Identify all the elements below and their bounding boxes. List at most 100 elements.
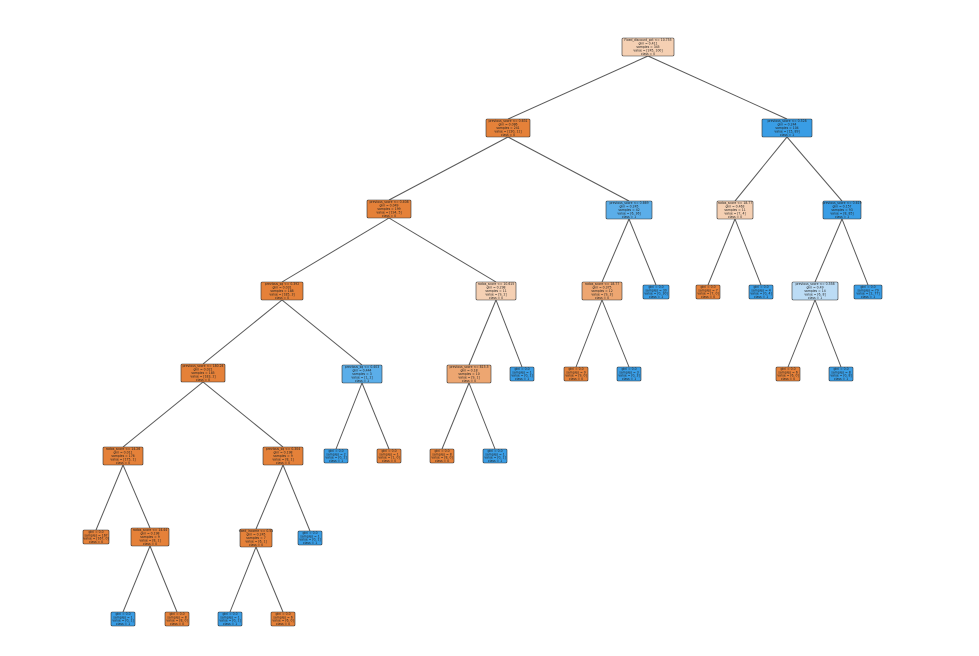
node-text-line: class = 0 (143, 542, 157, 546)
node-text-line: class = 0 (462, 379, 476, 383)
node-text-line: samples = 42 (618, 208, 639, 212)
node-text-line: class = 1 (488, 459, 502, 463)
node-text-line: samples = 11 (485, 289, 506, 293)
node-box (102, 446, 144, 466)
tree-edge (122, 381, 204, 448)
node-text-line: value = [8, 1] (139, 538, 160, 542)
tree-edge (282, 464, 311, 532)
node-text-line: value = [6, 0] (272, 619, 293, 623)
tree-edge (647, 55, 788, 120)
node-text-line: samples = 9 (140, 535, 159, 539)
node-text-line: previous_score <= 815.5 (449, 365, 488, 369)
node-text-line: value = [245, 100] (633, 48, 662, 52)
tree-edge (787, 299, 816, 368)
node-text-line: gini = 0.49 (806, 286, 823, 290)
node-text-line: value = [7, 4] (724, 211, 745, 215)
node-box (761, 118, 813, 138)
node-text-line: rados_score <= 18.77 (718, 201, 753, 205)
node-text-line: gini = 0.031 (272, 286, 291, 290)
tree-edge (734, 136, 788, 202)
node-text-line: gini = 0.411 (638, 42, 657, 46)
tree-edge (335, 382, 363, 450)
node-text-line: value = [230, 11] (494, 129, 521, 133)
node-text-line: value = [0, 1] (299, 538, 320, 542)
node-text-line: gini = 0.0 (275, 612, 290, 616)
node-text-line: samples = 1 (113, 615, 132, 619)
node-text-line: value = [185, 3] (269, 292, 294, 296)
node-text-line: samples = 185 (191, 371, 214, 375)
node-text-line: gini = 0.0 (568, 367, 583, 371)
node-text-line: gini = 0.0 (302, 531, 317, 535)
node-text-line: gini = 0.086 (498, 123, 517, 127)
node-text-line: gini = 0.463 (725, 205, 744, 209)
tree-edge (95, 464, 124, 531)
node-text-line: class = 0 (116, 461, 130, 465)
node-text-line: Fixed_discount_pct <= 10.755 (624, 38, 671, 42)
node-text-line: class = 0 (275, 296, 289, 300)
node-text-line: previous_sq <= 0.392 (265, 282, 299, 286)
node-text-line: samples = 7 (246, 536, 265, 540)
node-text-line: class = 0 (489, 296, 503, 300)
node-text-line: value = [0, 2] (325, 456, 346, 460)
node-text-line: value = [9, 3] (591, 292, 612, 296)
node-text-line: value = [6, 0] (777, 374, 798, 378)
tree-edge (507, 55, 649, 120)
tree-edge (814, 218, 843, 283)
node-box (366, 199, 412, 219)
node-text-line: gini = 0.021 (193, 368, 212, 372)
node-text-line: class = 0 (435, 459, 449, 463)
node-text-line: value = [9, 0] (565, 374, 586, 378)
tree-edges (95, 55, 869, 613)
node-text-line: class = 0 (701, 295, 715, 299)
node-text-line: class = 0 (170, 622, 184, 626)
node-text-line: class = 1 (780, 133, 794, 137)
node-text-line: value = [194, 5] (376, 210, 401, 214)
node-text-line: value = [0, 1] (219, 619, 240, 623)
node-text-line: class = 1 (622, 215, 636, 219)
node-box (853, 284, 883, 300)
node-text-line: samples = 3 (619, 370, 638, 374)
tree-edge (495, 299, 523, 368)
node-text-line: value = [6, 8] (804, 292, 825, 296)
node-text-line: samples = 1 (485, 452, 504, 456)
node-text-line: value = [8, 0] (431, 456, 452, 460)
node-text-line: previous_sq <= 0.304 (266, 447, 300, 451)
tree-edge (122, 464, 151, 529)
node-text-line: class = 1 (355, 379, 369, 383)
node-box (297, 530, 323, 546)
node-text-line: samples = 176 (111, 454, 134, 458)
node-text-line: value = [7, 0] (697, 292, 718, 296)
node-text-line: value = [15, 89] (774, 129, 799, 133)
node-text-line: class = 1 (329, 459, 343, 463)
node-text-line: samples = 8 (831, 370, 850, 374)
node-text-line: value = [6, 1] (245, 539, 266, 543)
node-box (509, 366, 535, 382)
node-text-line: samples = 93 (831, 208, 852, 212)
node-text-line: gini = 0.245 (619, 205, 638, 209)
node-box (621, 37, 675, 57)
node-text-line: gini = 0.245 (246, 533, 265, 537)
node-text-line: gini = 0.0 (833, 367, 848, 371)
node-text-line: rados_score <= 18.77 (585, 282, 620, 286)
node-text-line: class = 0 (569, 377, 583, 381)
node-box (239, 528, 273, 548)
node-box (581, 281, 623, 301)
tree-edge (388, 217, 497, 283)
node-text-line: value = [0, 4] (750, 292, 771, 296)
tree-edge (786, 136, 843, 202)
node-text-line: samples = 1 (512, 370, 531, 374)
node-text-line: class = 0 (641, 52, 655, 56)
